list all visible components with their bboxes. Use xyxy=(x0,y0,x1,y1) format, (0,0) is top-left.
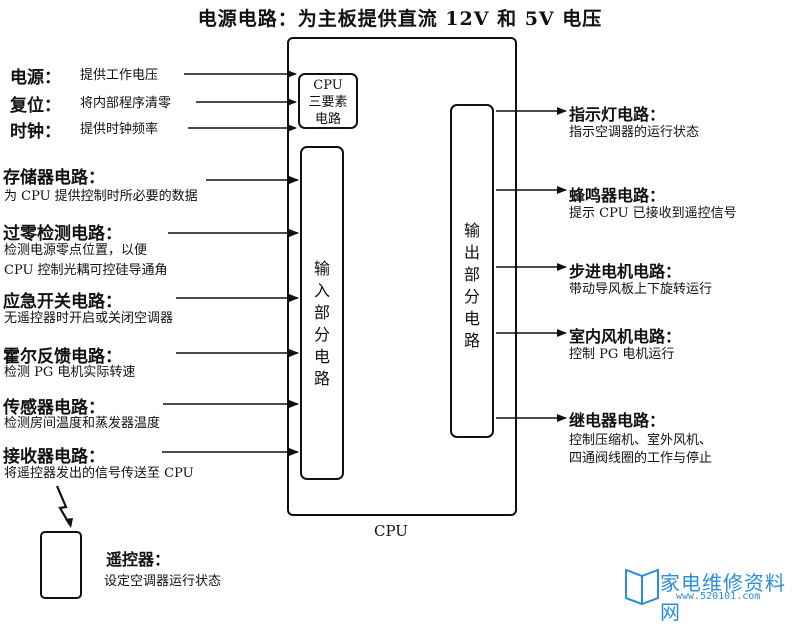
emergency-switch-circuit-label: 应急开关电路： xyxy=(3,292,122,312)
zero-cross-circuit-desc-2: CPU 控制光耦可控硅导通角 xyxy=(4,263,168,278)
cpu-three-line-1: CPU xyxy=(313,78,343,93)
zero-cross-circuit-label: 过零检测电路： xyxy=(3,224,122,244)
ir-signal-bolt xyxy=(55,485,71,526)
remote-control-icon xyxy=(40,531,82,599)
watermark-url: www.520101.com xyxy=(676,591,761,602)
power-label: 电源： xyxy=(10,68,61,88)
cpu-three-elements-box: CPU 三要素 电路 xyxy=(298,73,358,129)
buzzer-circuit-desc: 提示 CPU 已接收到遥控信号 xyxy=(569,206,737,221)
input-section-label: 输入部分电路 xyxy=(313,259,330,388)
power-desc: 提供工作电压 xyxy=(80,68,159,83)
memory-circuit-label: 存储器电路： xyxy=(3,168,105,188)
stepper-motor-circuit-desc: 带动导风板上下旋转运行 xyxy=(569,282,713,297)
clock-label: 时钟： xyxy=(10,122,61,142)
reset-desc: 将内部程序清零 xyxy=(80,96,172,111)
relay-circuit-desc-2: 四通阀线圈的工作与停止 xyxy=(569,451,713,466)
remote-desc: 设定空调器运行状态 xyxy=(104,574,222,589)
cpu-chip-outline xyxy=(287,37,517,516)
output-section-box xyxy=(450,104,494,438)
indoor-fan-circuit-label: 室内风机电路： xyxy=(569,327,682,346)
zero-cross-circuit-desc-1: 检测电源零点位置，以便 xyxy=(4,243,148,258)
emergency-switch-circuit-desc: 无遥控器时开启或关闭空调器 xyxy=(4,311,174,326)
receiver-circuit-desc: 将遥控器发出的信号传送至 CPU xyxy=(4,466,194,481)
indicator-light-circuit-desc: 指示空调器的运行状态 xyxy=(569,125,700,140)
buzzer-circuit-label: 蜂鸣器电路： xyxy=(569,186,666,205)
watermark-book-icon xyxy=(625,568,659,606)
cpu-three-line-3: 电路 xyxy=(314,112,341,127)
reset-label: 复位： xyxy=(10,96,61,116)
relay-circuit-label: 继电器电路： xyxy=(569,411,666,430)
diagram-title: 电源电路：为主板提供直流 12V 和 5V 电压 xyxy=(197,8,603,30)
stepper-motor-circuit-label: 步进电机电路： xyxy=(569,262,682,281)
cpu-three-line-2: 三要素 xyxy=(308,95,348,110)
cpu-chip-label: CPU xyxy=(374,522,408,540)
indoor-fan-circuit-desc: 控制 PG 电机运行 xyxy=(569,347,675,362)
input-section-box xyxy=(300,146,344,480)
sensor-circuit-desc: 检测房间温度和蒸发器温度 xyxy=(4,416,161,431)
hall-feedback-circuit-label: 霍尔反馈电路： xyxy=(3,347,122,367)
remote-label: 遥控器： xyxy=(106,550,171,569)
sensor-circuit-label: 传感器电路： xyxy=(3,398,105,418)
receiver-circuit-label: 接收器电路： xyxy=(3,447,105,467)
memory-circuit-desc: 为 CPU 提供控制时所必要的数据 xyxy=(4,189,198,204)
clock-desc: 提供时钟频率 xyxy=(80,122,159,137)
indicator-light-circuit-label: 指示灯电路： xyxy=(569,105,666,124)
hall-feedback-circuit-desc: 检测 PG 电机实际转速 xyxy=(4,365,136,380)
connection-arrows xyxy=(55,70,659,606)
output-section-label: 输出部分电路 xyxy=(463,221,480,350)
relay-circuit-desc-1: 控制压缩机、室外风机、 xyxy=(569,433,713,448)
